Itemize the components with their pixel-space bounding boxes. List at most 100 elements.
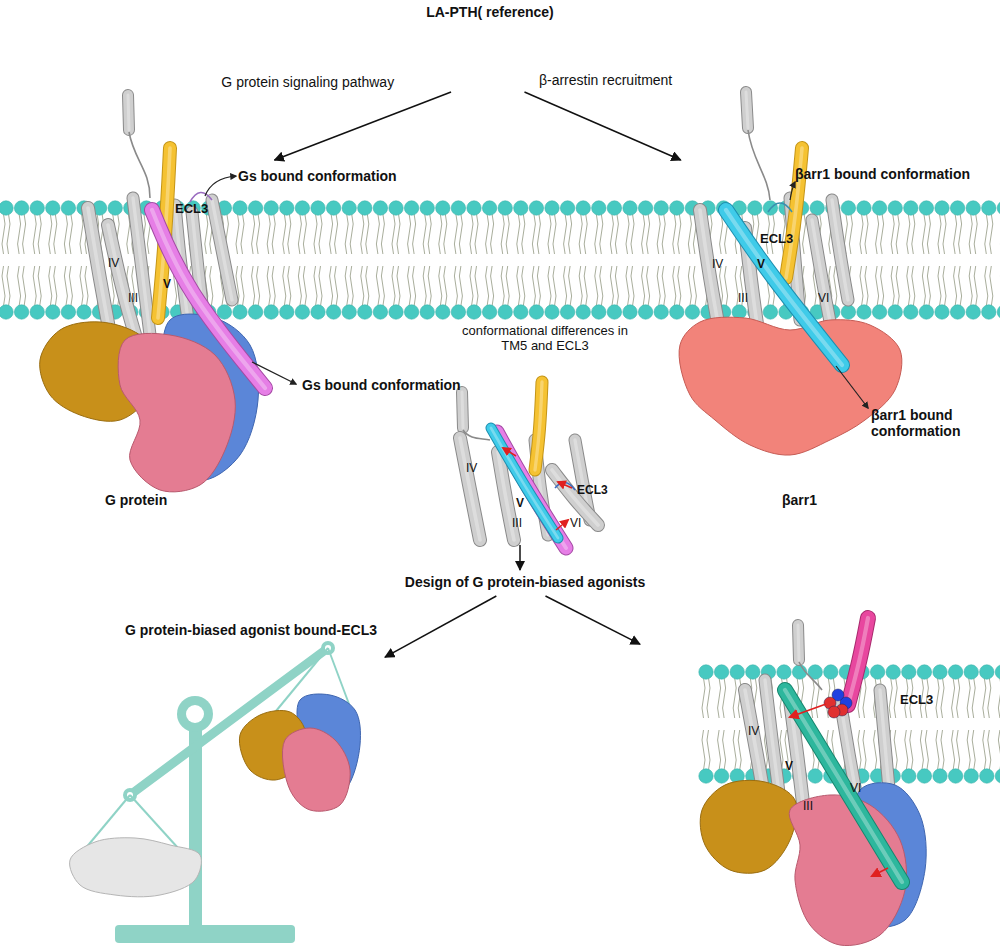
lipid-tail [361, 266, 364, 306]
lipid-tail [969, 266, 972, 306]
lipid-head [810, 201, 824, 215]
lipid-tail [205, 214, 208, 254]
helix-shine [765, 680, 780, 800]
lipid-head [966, 201, 980, 215]
lipid-head [933, 769, 947, 783]
lipid-head [714, 769, 728, 783]
helix-body [812, 220, 832, 332]
lipid-tail [241, 266, 244, 306]
protein-surface [679, 317, 902, 455]
lipid-tail [413, 266, 416, 306]
lipid-tail [983, 678, 986, 718]
lipid-tail [959, 266, 962, 306]
lipid-tail [408, 214, 411, 254]
lipid-tail [990, 266, 993, 306]
structure-label: βarr1 [782, 492, 817, 508]
lipid-head [592, 305, 606, 319]
pointer-arrow [836, 366, 868, 408]
lipid-tail [723, 730, 726, 770]
lipid-tail [894, 678, 897, 718]
structure-label: ECL3 [900, 693, 933, 708]
lipid-head [966, 305, 980, 319]
lipid-head [746, 665, 760, 679]
helix-shine [746, 92, 748, 128]
lipid-tail [532, 266, 535, 306]
lipid-head [545, 305, 559, 319]
helix-cylinder [726, 210, 842, 365]
lipid-tail [936, 730, 939, 770]
lipid-head [995, 769, 1000, 783]
lipid-tail [678, 214, 681, 254]
lipid-head [763, 305, 777, 319]
lipid-tail [33, 214, 36, 254]
helix-outline [462, 392, 463, 428]
lipid-tail [80, 266, 83, 306]
helix-shine [535, 382, 542, 470]
helix-cylinder [535, 382, 542, 470]
lipid-head [997, 201, 1000, 215]
lipid-tail [803, 214, 806, 254]
lipid-head [560, 201, 574, 215]
lipid-head [498, 201, 512, 215]
lipid-tail [985, 214, 988, 254]
lipid-head [638, 201, 652, 215]
lipid-tail [548, 214, 551, 254]
lipid-tail [985, 266, 988, 306]
helix-cylinder [460, 438, 480, 540]
lipid-head [886, 665, 900, 679]
lipid-head [980, 769, 994, 783]
structure-label: IV [466, 462, 477, 476]
lipid-head [436, 305, 450, 319]
lipid-head [233, 305, 247, 319]
lipid-tail [23, 266, 26, 306]
lipid-tail [662, 214, 665, 254]
helix-body [152, 210, 265, 388]
lipid-head [389, 201, 403, 215]
lipid-tail [983, 730, 986, 770]
lipid-tail [486, 214, 489, 254]
lipid-tail [988, 730, 991, 770]
lipid-tail [967, 730, 970, 770]
lipid-head [311, 201, 325, 215]
lipid-head [342, 201, 356, 215]
lipid-tail [397, 266, 400, 306]
helix-body [785, 690, 902, 882]
lipid-tail [922, 266, 925, 306]
lipid-tail [941, 730, 944, 770]
lipid-tail [454, 266, 457, 306]
lipid-head [623, 305, 637, 319]
lipid-head [389, 305, 403, 319]
lipid-tail [330, 214, 333, 254]
helix-shine [491, 428, 558, 538]
lipid-tail [454, 214, 457, 254]
lipid-head [420, 201, 434, 215]
helix-outline [212, 200, 232, 300]
lipid-tail [267, 214, 270, 254]
lipid-tail [657, 266, 660, 306]
lipid-head [982, 201, 996, 215]
lipid-head [217, 305, 231, 319]
lipid-tail [303, 214, 306, 254]
lipid-tail [298, 266, 301, 306]
lipid-head [326, 305, 340, 319]
structure-label: LA-PTH( reference) [410, 4, 570, 20]
lipid-head [295, 201, 309, 215]
lipid-tail [564, 214, 567, 254]
figure-panel: LA-PTH( reference) [430, 0, 550, 92]
lipid-tail [972, 678, 975, 718]
lipid-tail [517, 214, 520, 254]
helix-body [212, 200, 232, 300]
lipid-tail [881, 266, 884, 306]
lipid-head [964, 769, 978, 783]
helix-body [128, 95, 129, 130]
lipid-head [264, 305, 278, 319]
lipid-tail [564, 266, 567, 306]
structure-label: III [128, 292, 138, 306]
lipid-tail [283, 266, 286, 306]
lipid-tail [954, 266, 957, 306]
lipid-tail [553, 266, 556, 306]
loop-trace [748, 130, 770, 200]
lipid-tail [475, 214, 478, 254]
lipid-tail [990, 214, 993, 254]
